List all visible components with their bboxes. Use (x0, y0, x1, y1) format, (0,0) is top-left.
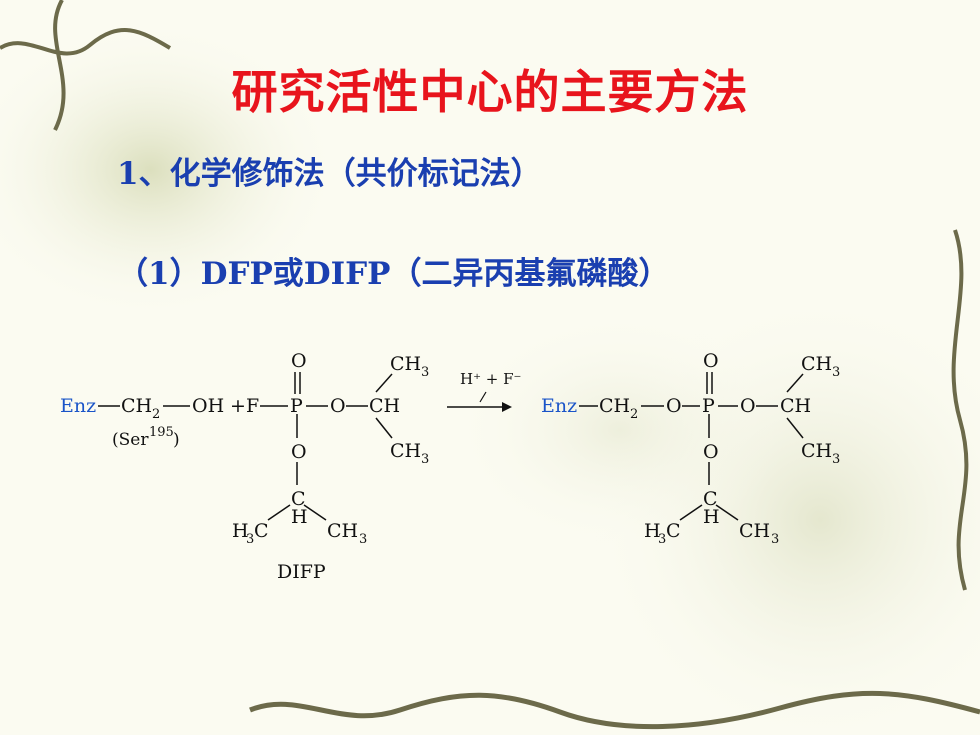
o-lower-label: O (703, 441, 719, 463)
bond (375, 373, 393, 393)
plus-label: + (230, 395, 246, 417)
leaf-shadow-topleft (0, 20, 340, 320)
vine-right-vertical (951, 229, 969, 591)
ser-superscript: 195 (149, 425, 174, 440)
bond (786, 373, 804, 393)
ch3-subscript: 3 (832, 365, 840, 380)
o-top-label: O (703, 350, 719, 372)
o-label: O (740, 395, 756, 417)
ch2-subscript: 2 (630, 407, 638, 422)
reagent-label: H⁺ + F⁻ (460, 370, 521, 388)
ser-label: (Ser (112, 430, 149, 450)
h-label: H (703, 506, 720, 528)
c-label: C (703, 488, 718, 510)
ch3-subscript: 3 (421, 365, 429, 380)
c-label: C (291, 488, 306, 510)
vine-top-left (0, 28, 172, 56)
o-label: O (666, 395, 682, 417)
h3c-label: H (644, 520, 661, 542)
ch3-label: CH (801, 440, 832, 462)
difp-label: DIFP (277, 561, 326, 583)
h3c-c: C (254, 520, 269, 542)
ch3-label: CH (390, 353, 421, 375)
ser-close: ) (173, 430, 180, 450)
ch3-subscript: 3 (771, 532, 779, 547)
leaf-shadow-center (450, 310, 790, 550)
slide-title: 研究活性中心的主要方法 (231, 65, 749, 119)
bond (267, 504, 291, 521)
o-lower-label: O (291, 441, 307, 463)
h3c-subscript: 3 (246, 532, 254, 547)
ch2-subscript: 2 (152, 407, 160, 422)
p-label: P (702, 395, 715, 417)
ch2-label: CH (121, 395, 152, 417)
catalyst-mark (479, 391, 487, 403)
vine-left-vertical (53, 0, 66, 131)
bond (715, 504, 739, 521)
bond (679, 504, 703, 521)
bond (303, 504, 327, 521)
method-heading: 1、化学修饰法（共价标记法） (117, 156, 542, 192)
o-label: O (330, 395, 346, 417)
arrow-head (502, 402, 512, 412)
h3c-label: H (232, 520, 249, 542)
ch2-label: CH (599, 395, 630, 417)
p-label: P (290, 395, 303, 417)
bond (375, 417, 393, 439)
h-label: H (291, 506, 308, 528)
vine-bottom (249, 690, 980, 730)
enz-label: Enz (60, 395, 96, 417)
ch3-label: CH (801, 353, 832, 375)
ch3-label: CH (739, 520, 770, 542)
ch-label: CH (369, 395, 400, 417)
ch-label: CH (780, 395, 811, 417)
reagent-heading: （1）DFP或DIFP（二异丙基氟磷酸） (117, 256, 670, 292)
o-top-label: O (291, 350, 307, 372)
bond (786, 417, 804, 439)
ch3-subscript: 3 (421, 452, 429, 467)
f-label: F (246, 395, 259, 417)
oh-label: OH (192, 395, 224, 417)
h3c-subscript: 3 (658, 532, 666, 547)
ch3-subscript: 3 (832, 452, 840, 467)
ch3-label: CH (390, 440, 421, 462)
h3c-c: C (666, 520, 681, 542)
ch3-label: CH (327, 520, 358, 542)
ch3-subscript: 3 (359, 532, 367, 547)
enz-label: Enz (541, 395, 577, 417)
